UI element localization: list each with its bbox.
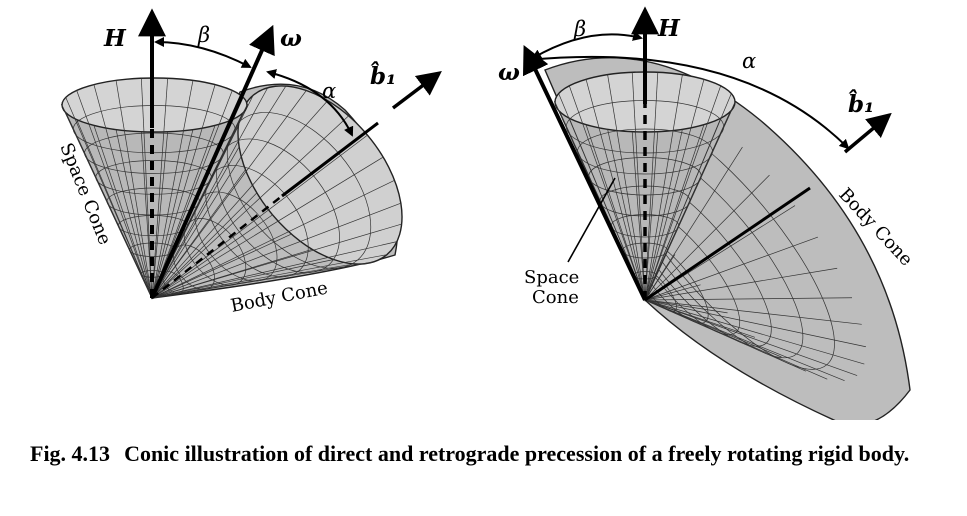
left-alpha-arc xyxy=(266,69,354,137)
mesh-line xyxy=(644,299,862,325)
mesh-ring xyxy=(72,105,236,154)
mesh-line xyxy=(644,284,701,301)
mesh-line xyxy=(644,299,845,381)
mesh-line xyxy=(644,299,728,314)
mesh-line xyxy=(644,299,782,358)
mesh-line xyxy=(644,299,858,376)
right-b1-axis xyxy=(644,186,811,302)
mesh-ring xyxy=(205,165,309,278)
right-label-b1: b̂₁ xyxy=(848,90,874,118)
left-omega-vector xyxy=(150,24,275,299)
precession-figure: H ω β α b̂₁ Space Cone Body Cone xyxy=(55,6,917,420)
left-space-cone xyxy=(60,77,249,300)
left-beta-arc xyxy=(154,37,252,68)
left-label-alpha: α xyxy=(322,79,336,103)
mesh-line xyxy=(644,146,743,301)
right-beta-arc xyxy=(531,31,643,60)
right-label-omega: ω xyxy=(498,59,520,86)
left-label-beta: β xyxy=(197,23,210,47)
caption-text: Conic illustration of direct and retrogr… xyxy=(124,441,910,466)
left-b1-arrow xyxy=(391,71,442,110)
mesh-line xyxy=(644,236,819,301)
right-space-cone-label-line2: Cone xyxy=(532,287,579,308)
right-b1-arrow xyxy=(843,112,892,154)
mesh-line xyxy=(644,267,838,301)
right-label-beta: β xyxy=(573,17,586,41)
figure-caption: Fig. 4.13 Conic illustration of direct an… xyxy=(30,440,940,467)
left-b1-axis xyxy=(281,121,379,198)
left-label-omega: ω xyxy=(280,25,302,52)
mesh-line xyxy=(644,299,866,348)
right-label-alpha: α xyxy=(742,49,756,73)
mesh-line xyxy=(644,174,770,301)
mesh-line xyxy=(644,297,853,301)
left-label-h: H xyxy=(103,25,127,52)
left-panel: H ω β α b̂₁ Space Cone Body Cone xyxy=(55,8,442,317)
right-space-cone-label-line1: Space xyxy=(524,267,579,288)
right-space-cone-leader xyxy=(567,177,616,263)
left-label-b1: b̂₁ xyxy=(370,62,396,90)
right-panel: H ω β α b̂₁ Space Cone Body Cone xyxy=(498,6,917,420)
mesh-line xyxy=(644,299,756,338)
mesh-ring xyxy=(226,112,372,269)
right-alpha-arc xyxy=(526,54,850,150)
mesh-line xyxy=(644,299,865,365)
right-label-h: H xyxy=(657,15,681,42)
figure-number: Fig. 4.13 xyxy=(30,441,111,466)
